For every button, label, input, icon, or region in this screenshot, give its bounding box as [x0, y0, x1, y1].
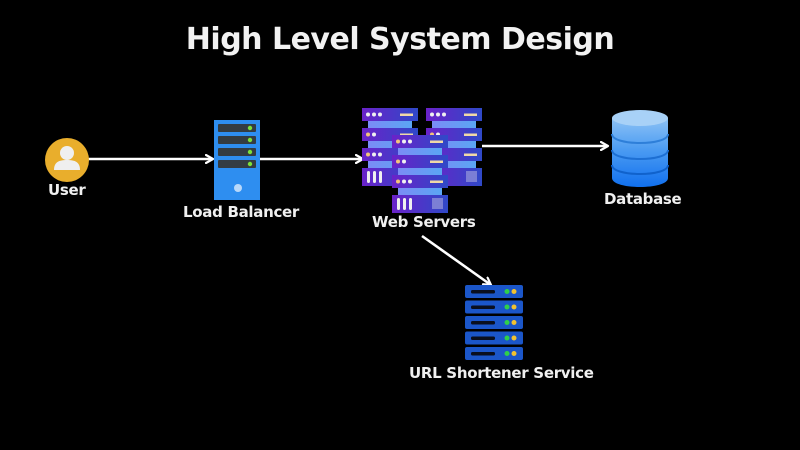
diagram-title: High Level System Design	[185, 22, 615, 57]
node-url-shortener-label: URL Shortener Service	[409, 364, 594, 382]
node-database-label: Database	[604, 190, 682, 208]
user-avatar-icon	[45, 138, 89, 182]
node-user[interactable]	[44, 137, 90, 183]
server-tower-icon	[214, 120, 260, 200]
node-user-label: User	[48, 181, 86, 199]
database-cylinder-icon	[611, 110, 669, 187]
node-load-balancer[interactable]	[214, 120, 260, 200]
node-web-servers[interactable]	[362, 108, 486, 214]
server-rack-icon	[465, 285, 523, 360]
node-url-shortener[interactable]	[465, 285, 523, 360]
node-database[interactable]	[610, 108, 670, 188]
server-cluster-icon	[362, 108, 482, 213]
node-load-balancer-label: Load Balancer	[183, 203, 300, 221]
edge-web-servers-to-url-shortener	[421, 234, 491, 285]
node-web-servers-label: Web Servers	[372, 213, 476, 231]
